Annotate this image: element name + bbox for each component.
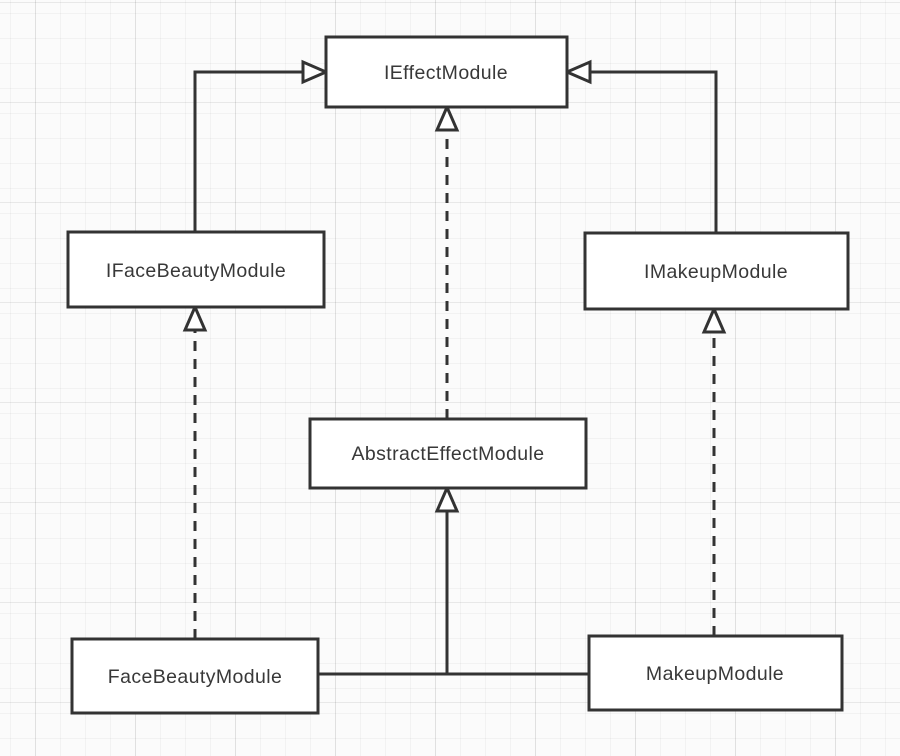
edge-abstracteffectmodule-to-ieffectmodule[interactable] xyxy=(434,103,460,419)
node-label-ieffectmodule: IEffectModule xyxy=(384,62,508,84)
node-ifacebeautymodule[interactable]: IFaceBeautyModule xyxy=(66,230,326,309)
node-imakeupmodule[interactable]: IMakeupModule xyxy=(583,231,850,311)
edge-ifacebeautymodule-to-ieffectmodule[interactable] xyxy=(193,59,330,232)
edge-facebeautymodule-to-ifacebeautymodule[interactable] xyxy=(182,303,208,639)
edge-imakeupmodule-to-ieffectmodule[interactable] xyxy=(563,59,718,233)
hollow-triangle-arrowhead xyxy=(563,59,592,85)
node-makeupmodule[interactable]: MakeupModule xyxy=(587,634,844,712)
hollow-triangle-arrowhead xyxy=(301,59,330,85)
node-label-abstracteffectmodule: AbstractEffectModule xyxy=(352,443,545,465)
node-label-imakeupmodule: IMakeupModule xyxy=(644,261,788,283)
hollow-triangle-arrowhead xyxy=(434,484,460,513)
edge-makeupmodule-to-imakeupmodule[interactable] xyxy=(701,305,727,636)
node-ieffectmodule[interactable]: IEffectModule xyxy=(324,35,569,109)
hollow-triangle-arrowhead xyxy=(701,305,727,334)
hollow-triangle-arrowhead xyxy=(182,303,208,332)
node-label-ifacebeautymodule: IFaceBeautyModule xyxy=(106,260,286,282)
node-label-facebeautymodule: FaceBeautyModule xyxy=(108,666,282,688)
node-label-makeupmodule: MakeupModule xyxy=(646,663,784,685)
node-abstracteffectmodule[interactable]: AbstractEffectModule xyxy=(308,417,588,490)
hollow-triangle-arrowhead xyxy=(434,103,460,132)
node-facebeautymodule[interactable]: FaceBeautyModule xyxy=(70,637,320,715)
edge-makeupmodule-to-abstracteffectmodule[interactable] xyxy=(434,484,460,674)
